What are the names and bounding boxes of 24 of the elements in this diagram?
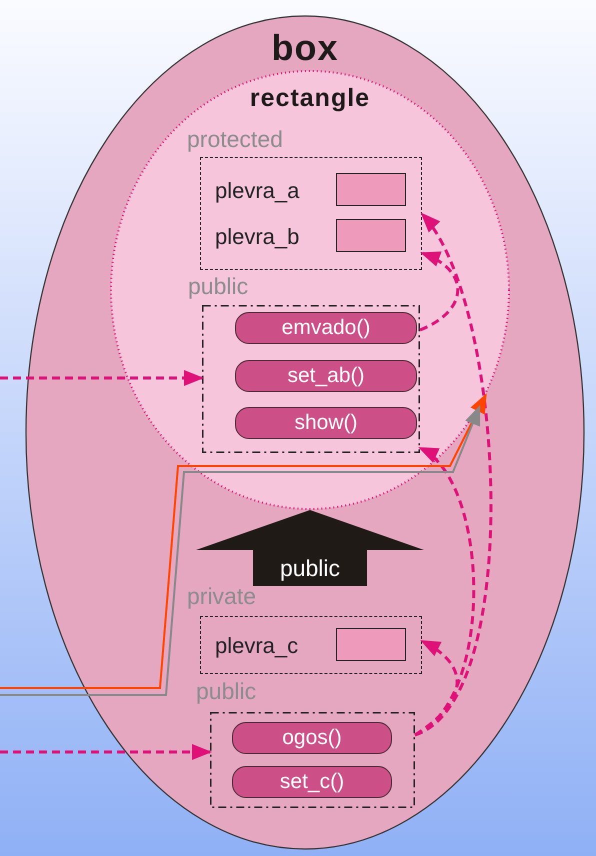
access-label: private [187, 583, 256, 610]
access-label: protected [187, 126, 283, 153]
class-ellipse [25, 15, 585, 850]
arrow [0, 744, 212, 760]
member-name: plevra_a [215, 178, 300, 204]
base-class-ellipse [110, 70, 510, 510]
class-name: box [270, 27, 340, 69]
arrow [414, 640, 459, 736]
access-label: public [188, 273, 248, 300]
member-name: plevra_b [215, 224, 300, 250]
inheritance-arrow [196, 510, 424, 586]
arrow [414, 212, 492, 736]
arrow [414, 446, 476, 736]
class-name: rectangle [248, 84, 372, 113]
method-pill: emvado() [235, 312, 417, 344]
method-pill: ogos() [232, 722, 392, 754]
arrow [0, 370, 204, 386]
access-label: public [196, 678, 256, 705]
method-pill: set_c() [232, 766, 392, 798]
arrow [419, 252, 460, 332]
method-pill: show() [235, 407, 417, 439]
method-pill: set_ab() [235, 360, 417, 392]
member-name: plevra_c [215, 633, 298, 659]
edge-label: public [278, 555, 342, 582]
